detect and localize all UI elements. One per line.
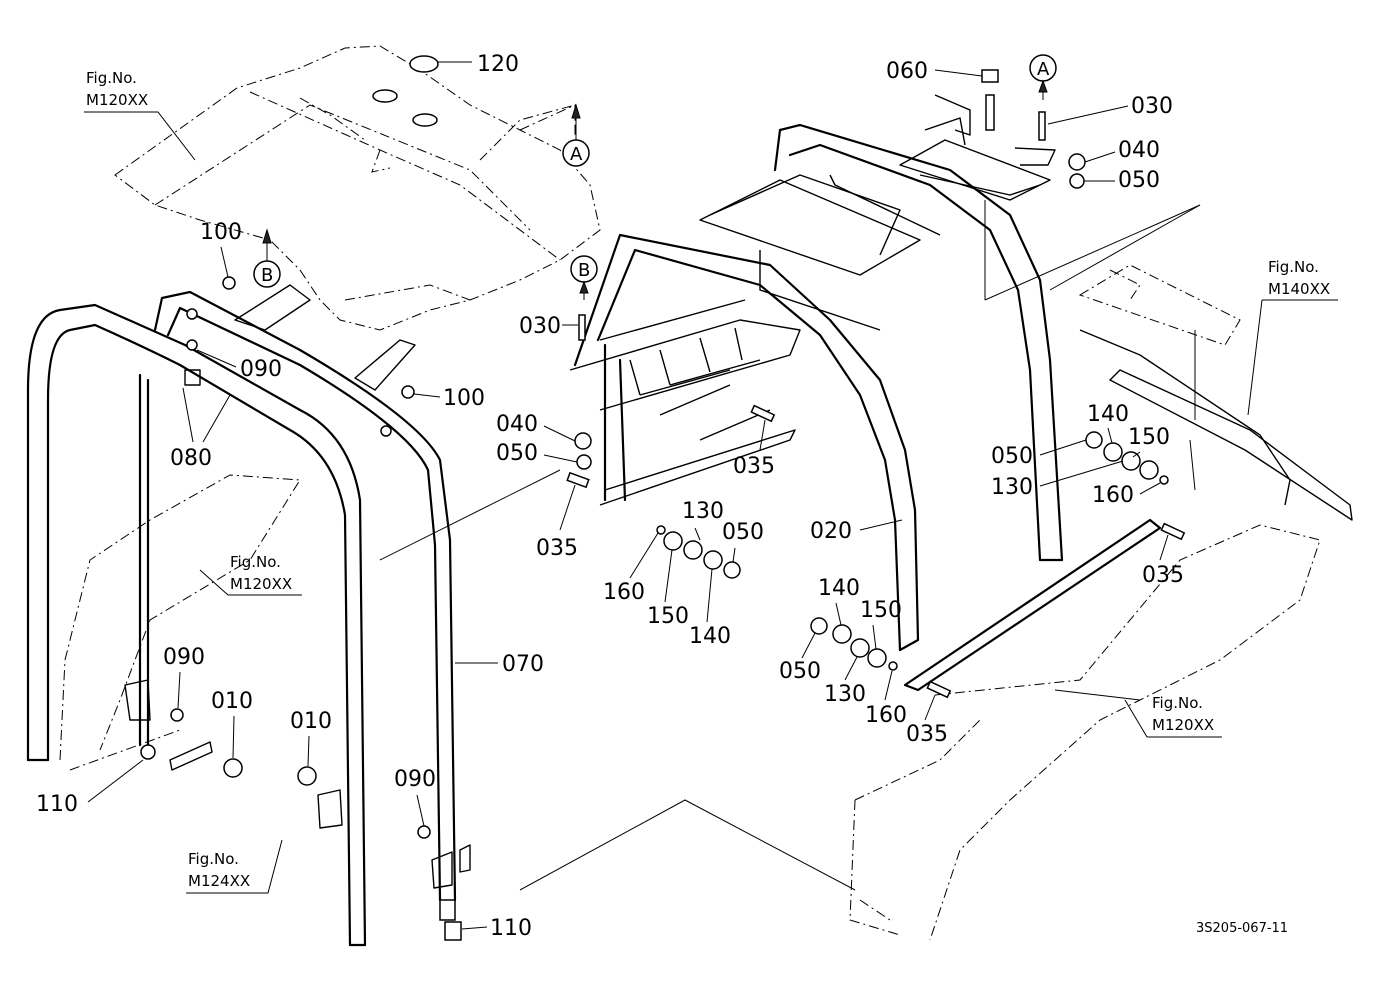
callout-035-center: 035 [733, 454, 775, 479]
callout-160-mid: 160 [603, 580, 645, 605]
fig-ref-m120-left-line2: M120XX [230, 575, 292, 593]
figure-ref-m124: Fig.No. M124XX [186, 839, 283, 894]
callout-030-top: 030 [1131, 94, 1173, 119]
callout-160-low: 160 [865, 703, 907, 728]
callout-010-b: 010 [290, 709, 332, 734]
callout-050-r: 050 [991, 444, 1033, 469]
callout-060: 060 [886, 59, 928, 84]
fig-ref-m120-right-line2: M120XX [1152, 716, 1214, 734]
callout-035-left: 035 [536, 536, 578, 561]
callout-090-top: 090 [240, 357, 282, 382]
fig-ref-m120-top-line1: Fig.No. [86, 69, 137, 87]
callout-150-mid: 150 [647, 604, 689, 629]
leader-lines [379, 469, 1141, 891]
fig-ref-m124-line1: Fig.No. [188, 850, 239, 868]
callout-110-left: 110 [36, 792, 78, 817]
callout-080: 080 [170, 446, 212, 471]
figure-ref-m120-top: Fig.No. M120XX [84, 69, 196, 161]
ref-mark-a-top-right: A [1029, 54, 1057, 100]
figure-ref-m120-right: Fig.No. M120XX [1124, 694, 1222, 738]
callout-110-bottom: 110 [490, 916, 532, 941]
callout-130-r: 130 [991, 475, 1033, 500]
frame-020 [569, 123, 1162, 692]
rops-frame-070 [26, 290, 457, 947]
callout-050-mid: 050 [496, 441, 538, 466]
callout-100-mid: 100 [443, 386, 485, 411]
ref-mark-b-left: B [253, 228, 281, 288]
fig-ref-m140-line1: Fig.No. [1268, 258, 1319, 276]
callout-150-low: 150 [860, 598, 902, 623]
callout-040-mid: 040 [496, 412, 538, 437]
callout-140-mid: 140 [689, 624, 731, 649]
callout-035-low: 035 [906, 722, 948, 747]
callout-130-low: 130 [824, 682, 866, 707]
callout-010-a: 010 [211, 689, 253, 714]
callout-050-low: 050 [779, 659, 821, 684]
fig-ref-m124-line2: M124XX [188, 872, 250, 890]
upper-bracket-assembly [899, 69, 1086, 201]
callout-070: 070 [502, 652, 544, 677]
callout-020: 020 [810, 519, 852, 544]
figure-ref-m140: Fig.No. M140XX [1247, 258, 1338, 416]
callout-050-top: 050 [1118, 168, 1160, 193]
fig-ref-m120-right-line1: Fig.No. [1152, 694, 1203, 712]
callout-090-bottom: 090 [394, 767, 436, 792]
callout-040-top: 040 [1118, 138, 1160, 163]
ref-mark-a-top-right-label: A [1037, 59, 1050, 80]
hardware [124, 55, 1186, 941]
fig-ref-m120-top-line2: M120XX [86, 91, 148, 109]
fig-ref-m120-left-line1: Fig.No. [230, 553, 281, 571]
callout-160-r: 160 [1092, 483, 1134, 508]
ref-mark-a-top-left: A [562, 103, 590, 167]
ref-mark-b-left-label: B [261, 265, 273, 286]
right-bracket-reference [1078, 264, 1353, 521]
callout-035-r: 035 [1142, 563, 1184, 588]
callouts: 120 060 030 040 050 100 030 090 100 080 … [36, 52, 1184, 941]
ref-mark-a-top-left-label: A [570, 144, 583, 165]
callout-030-mid: 030 [519, 314, 561, 339]
ref-mark-b-center: B [570, 255, 598, 300]
callout-090-low: 090 [163, 645, 205, 670]
fender-reference-outline [114, 45, 601, 331]
drawing-code: 3S205-067-11 [1196, 921, 1288, 936]
left-fender-reference [59, 474, 301, 771]
callout-150-r: 150 [1128, 425, 1170, 450]
callout-100-left: 100 [200, 220, 242, 245]
callout-130-mid: 130 [682, 499, 724, 524]
figure-ref-m120-left: Fig.No. M120XX [199, 553, 302, 596]
callout-140-r: 140 [1087, 402, 1129, 427]
callout-050-mid2: 050 [722, 520, 764, 545]
callout-140-low: 140 [818, 576, 860, 601]
lower-fender-reference [849, 200, 1321, 941]
callout-120: 120 [477, 52, 519, 77]
ref-mark-b-center-label: B [578, 260, 590, 281]
fig-ref-m140-line2: M140XX [1268, 280, 1330, 298]
